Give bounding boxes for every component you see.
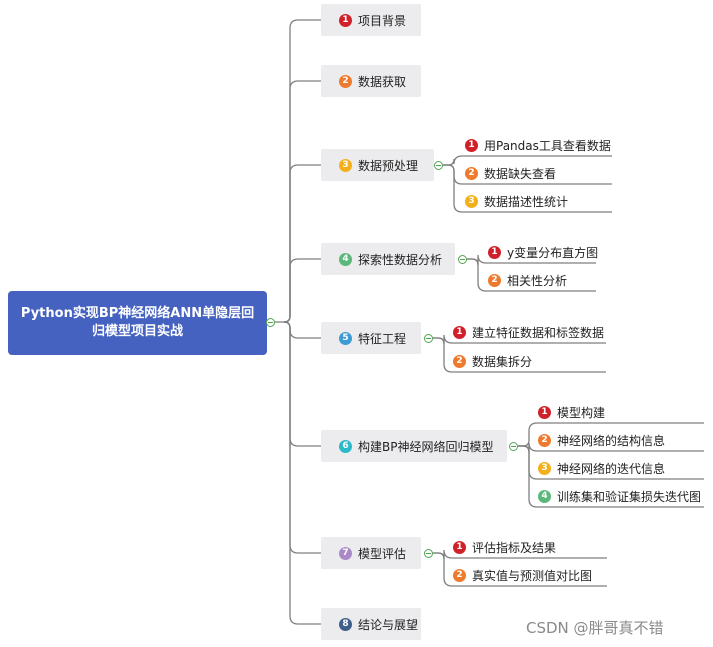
leaf-number-badge: 1	[465, 138, 478, 152]
leaf-number-badge: 1	[488, 245, 501, 259]
branch-number-badge: 8	[339, 617, 352, 631]
leaf-6-2[interactable]: 2 神经网络的结构信息	[538, 430, 665, 450]
branch-label: 数据预处理	[358, 158, 419, 173]
leaf-3-3[interactable]: 3 数据描述性统计	[465, 191, 568, 211]
leaf-label: y变量分布直方图	[507, 245, 599, 260]
leaf-label: 真实值与预测值对比图	[472, 568, 593, 583]
root-collapse-toggle[interactable]	[266, 318, 275, 327]
leaf-5-2[interactable]: 2 数据集拆分	[453, 351, 532, 371]
leaf-number-badge: 3	[538, 461, 551, 475]
branch-6[interactable]: 6 构建BP神经网络回归模型	[321, 430, 507, 462]
leaf-number-badge: 3	[465, 194, 478, 208]
leaf-number-badge: 2	[453, 568, 466, 582]
branch-7[interactable]: 7 模型评估	[321, 537, 421, 569]
branch-1[interactable]: 1 项目背景	[321, 4, 421, 36]
leaf-label: 评估指标及结果	[472, 540, 557, 555]
branch-4[interactable]: 4 探索性数据分析	[321, 243, 455, 275]
branch-collapse-toggle[interactable]	[424, 334, 433, 343]
branch-label: 探索性数据分析	[358, 252, 443, 267]
branch-2[interactable]: 2 数据获取	[321, 65, 421, 97]
leaf-number-badge: 1	[538, 405, 551, 419]
branch-8[interactable]: 8 结论与展望	[321, 608, 421, 640]
leaf-label: 模型构建	[557, 405, 606, 420]
branch-label: 项目背景	[358, 13, 407, 28]
branch-5[interactable]: 5 特征工程	[321, 322, 421, 354]
leaf-5-1[interactable]: 1 建立特征数据和标签数据	[453, 322, 604, 342]
branch-number-badge: 2	[339, 74, 352, 88]
leaf-label: 神经网络的迭代信息	[557, 461, 666, 476]
leaf-4-2[interactable]: 2 相关性分析	[488, 270, 567, 290]
leaf-number-badge: 4	[538, 489, 551, 503]
branch-number-badge: 1	[339, 13, 352, 27]
leaf-label: 数据集拆分	[472, 354, 533, 369]
branch-number-badge: 7	[339, 546, 352, 560]
branch-label: 结论与展望	[358, 617, 419, 632]
leaf-label: 相关性分析	[507, 273, 568, 288]
root-topic[interactable]: Python实现BP神经网络ANN单隐层回归模型项目实战	[8, 291, 267, 355]
leaf-number-badge: 2	[538, 433, 551, 447]
branch-collapse-toggle[interactable]	[458, 255, 467, 264]
branch-collapse-toggle[interactable]	[424, 549, 433, 558]
leaf-6-4[interactable]: 4 训练集和验证集损失迭代图	[538, 486, 701, 506]
leaf-number-badge: 1	[453, 540, 466, 554]
leaf-number-badge: 2	[488, 273, 501, 287]
leaf-label: 训练集和验证集损失迭代图	[557, 489, 702, 504]
branch-number-badge: 4	[339, 252, 352, 266]
leaf-6-3[interactable]: 3 神经网络的迭代信息	[538, 458, 665, 478]
branch-number-badge: 6	[339, 439, 352, 453]
leaf-6-1[interactable]: 1 模型构建	[538, 402, 605, 422]
branch-number-badge: 5	[339, 331, 352, 345]
leaf-3-1[interactable]: 1 用Pandas工具查看数据	[465, 135, 611, 155]
leaf-number-badge: 2	[453, 354, 466, 368]
branch-label: 特征工程	[358, 331, 407, 346]
leaf-label: 建立特征数据和标签数据	[472, 325, 605, 340]
leaf-label: 数据描述性统计	[484, 194, 569, 209]
leaf-number-badge: 2	[465, 166, 478, 180]
branch-number-badge: 3	[339, 158, 352, 172]
leaf-label: 用Pandas工具查看数据	[484, 138, 611, 153]
leaf-7-2[interactable]: 2 真实值与预测值对比图	[453, 565, 592, 585]
watermark: CSDN @胖哥真不错	[526, 619, 664, 637]
branch-3[interactable]: 3 数据预处理	[321, 149, 434, 181]
branch-label: 构建BP神经网络回归模型	[358, 439, 494, 454]
leaf-7-1[interactable]: 1 评估指标及结果	[453, 537, 556, 557]
leaf-3-2[interactable]: 2 数据缺失查看	[465, 163, 556, 183]
leaf-label: 数据缺失查看	[484, 166, 557, 181]
leaf-number-badge: 1	[453, 325, 466, 339]
branch-collapse-toggle[interactable]	[434, 161, 443, 170]
leaf-label: 神经网络的结构信息	[557, 433, 666, 448]
branch-label: 数据获取	[358, 74, 407, 89]
leaf-4-1[interactable]: 1 y变量分布直方图	[488, 242, 598, 262]
branch-collapse-toggle[interactable]	[509, 442, 518, 451]
branch-label: 模型评估	[358, 546, 407, 561]
